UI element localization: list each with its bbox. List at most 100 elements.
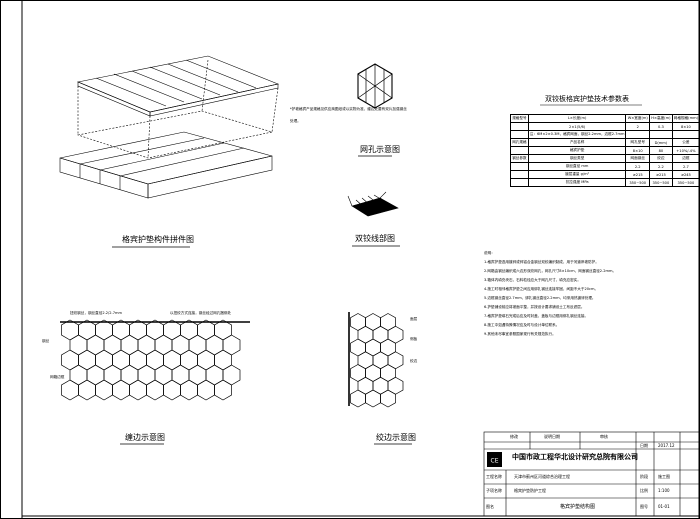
- mesh-cell: [163, 379, 181, 401]
- mesh-cell: [365, 313, 381, 331]
- mesh-cell: [380, 338, 396, 357]
- spec-table-cell: 钢丝类型: [527, 154, 627, 163]
- spec-table-cell: 边框: [671, 154, 700, 163]
- spec-table-cell: ≥215: [625, 170, 650, 179]
- title-block-right-label-1: 日期: [640, 443, 648, 448]
- mesh-cell: [95, 379, 113, 401]
- spec-table-cell: [510, 162, 529, 171]
- title-block-right-label-2: 阶段: [640, 474, 648, 479]
- title-block-right-value-4: 01-01: [658, 504, 670, 509]
- spec-table-cell: 2.7: [671, 162, 700, 171]
- title-block-row-2-label: 子项名称: [486, 488, 502, 493]
- seam-drawing: [348, 312, 404, 408]
- mesh-cell: [137, 364, 156, 386]
- spec-table-cell: 网孔型号: [625, 138, 650, 147]
- spec-table-cell: [649, 130, 673, 139]
- caption-edge-wrap: 缠边示意图: [125, 433, 165, 442]
- spec-table-cell: 0.3: [649, 122, 673, 131]
- mesh-cell: [86, 364, 105, 386]
- mesh-cell: [357, 325, 374, 344]
- spec-table-cell: 网孔规格: [510, 138, 529, 147]
- spec-table-cell: 350~500: [671, 178, 700, 187]
- title-block-company: 中国市政工程华北设计研究总院有限公司: [512, 453, 638, 461]
- mesh-cell: [387, 325, 404, 344]
- spec-table-cell: 8×10: [625, 146, 650, 155]
- spec-table-cell: 公差: [671, 138, 700, 147]
- mesh-cell: [188, 364, 207, 386]
- title-block-row-2-value: 格宾护垫防护工程: [514, 488, 546, 493]
- mesh-cell: [180, 319, 198, 341]
- spec-table-cell: [671, 130, 700, 139]
- mesh-cell: [120, 334, 139, 356]
- seam-label-3: 绞边: [410, 359, 418, 363]
- mesh-cell: [372, 351, 389, 370]
- note-line: 4.施工时相邻格宾护垫之间应用绑扎钢丝连接牢固，间距不大于20cm。: [484, 287, 599, 291]
- spec-table-cell: 2.2: [649, 162, 673, 171]
- spec-table-row: 注：6M×2×0.3M，格宾网面，钢丝2.2mm，边框2.7mm: [510, 130, 700, 139]
- mesh-cell: [357, 376, 374, 395]
- assembly-drawing: [59, 55, 280, 199]
- mesh-cell: [180, 349, 198, 371]
- spec-table-cell: [510, 146, 529, 155]
- title-block-right-value-3: 1:100: [658, 488, 670, 493]
- title-block-top-label-1: 修改: [510, 434, 518, 439]
- spec-table-cell: [510, 122, 529, 131]
- mesh-cell: [146, 379, 164, 401]
- mesh-cell: [61, 379, 79, 401]
- mesh-cell: [129, 349, 147, 371]
- note-line: 3.箱体内填充块石，石料粒径应大于网孔尺寸，填充应密实。: [484, 278, 581, 282]
- mesh-cell: [69, 334, 88, 356]
- title-block-right-value-1: 2017.12: [658, 443, 675, 448]
- title-block-row-1-label: 工程名称: [486, 474, 502, 479]
- mesh-cell: [61, 319, 79, 341]
- spec-table-cell: ≥215: [649, 170, 673, 179]
- spec-table-cell: 镀层重量 g/m²: [527, 170, 627, 179]
- spec-table-cell: 2×1(5/6): [527, 122, 627, 131]
- mesh-cell: [365, 389, 381, 408]
- mesh-cell: [137, 334, 156, 356]
- mesh-cell: [129, 319, 147, 341]
- title-block-frame: [483, 431, 700, 517]
- spec-table-cell: [510, 130, 529, 139]
- mesh-cell: [129, 379, 147, 401]
- title-block-row-1-value: 天津市蓟州区河道综合治理工程: [514, 474, 570, 479]
- title-block-top-label-3: 审核: [600, 434, 608, 439]
- spec-table-row: 镀层重量 g/m²≥215≥215≥245: [510, 170, 700, 179]
- spec-table-cell: 网面钢丝: [625, 154, 650, 163]
- spec-table-cell: H×高度(m): [649, 114, 673, 123]
- assembly-note-2: 处理。: [290, 119, 301, 123]
- mesh-cell: [350, 338, 366, 357]
- title-block-top-label-2: 说明日期: [544, 434, 560, 439]
- spec-table-cell: L×长度(m): [527, 114, 627, 123]
- note-line: 说明：: [484, 251, 495, 255]
- note-line: 9.其他未尽事宜参照国家现行有关规范执行。: [484, 332, 556, 336]
- spec-table-row: 钢丝参数钢丝类型网面钢丝绞边边框: [510, 154, 700, 163]
- spec-table-cell: 规格型号: [510, 114, 529, 123]
- mesh-cell: [163, 319, 181, 341]
- mesh-cell: [146, 349, 164, 371]
- caption-assembly: 格宾护垫构件拼件图: [122, 235, 194, 244]
- spec-table-cell: 8×10: [671, 122, 700, 131]
- mesh-cell: [69, 364, 88, 386]
- title-block-row-3-value: 格宾护垫结构图: [560, 504, 596, 510]
- edge-label-left-bottom: 网箱边框: [50, 375, 65, 379]
- mesh-cell: [188, 334, 207, 356]
- mesh-cell: [163, 349, 181, 371]
- mesh-cell: [86, 334, 105, 356]
- twisted-wire-drawing: [347, 191, 399, 217]
- edge-label-left-mid: 钢丝: [42, 339, 50, 343]
- seam-label-1: 面层: [410, 317, 418, 321]
- spec-table-cell: 钢丝参数: [510, 154, 529, 163]
- spec-table-cell: 绞边: [649, 154, 673, 163]
- mesh-cell: [372, 325, 389, 344]
- seam-label-2: 侧板: [410, 337, 418, 341]
- note-line: 7.格宾护垫填石完成后应及时封盖，盖板与边框用绑扎钢丝连接。: [484, 314, 589, 318]
- mesh-cell: [350, 364, 366, 382]
- mesh-cell: [222, 364, 241, 386]
- mesh-cell: [380, 313, 396, 331]
